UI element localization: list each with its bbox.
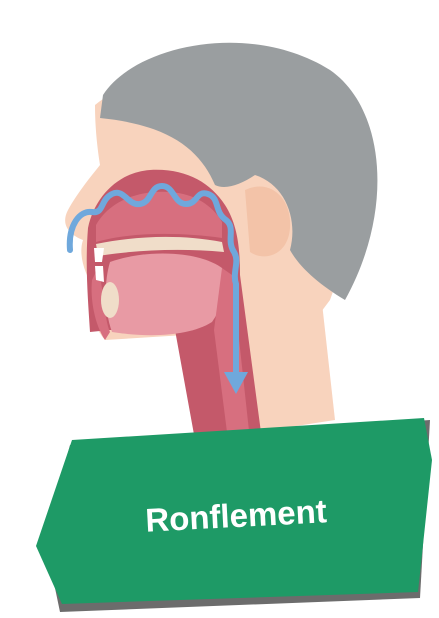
throat-bone: [101, 282, 119, 318]
tongue: [106, 253, 225, 335]
lower-teeth: [95, 266, 104, 282]
